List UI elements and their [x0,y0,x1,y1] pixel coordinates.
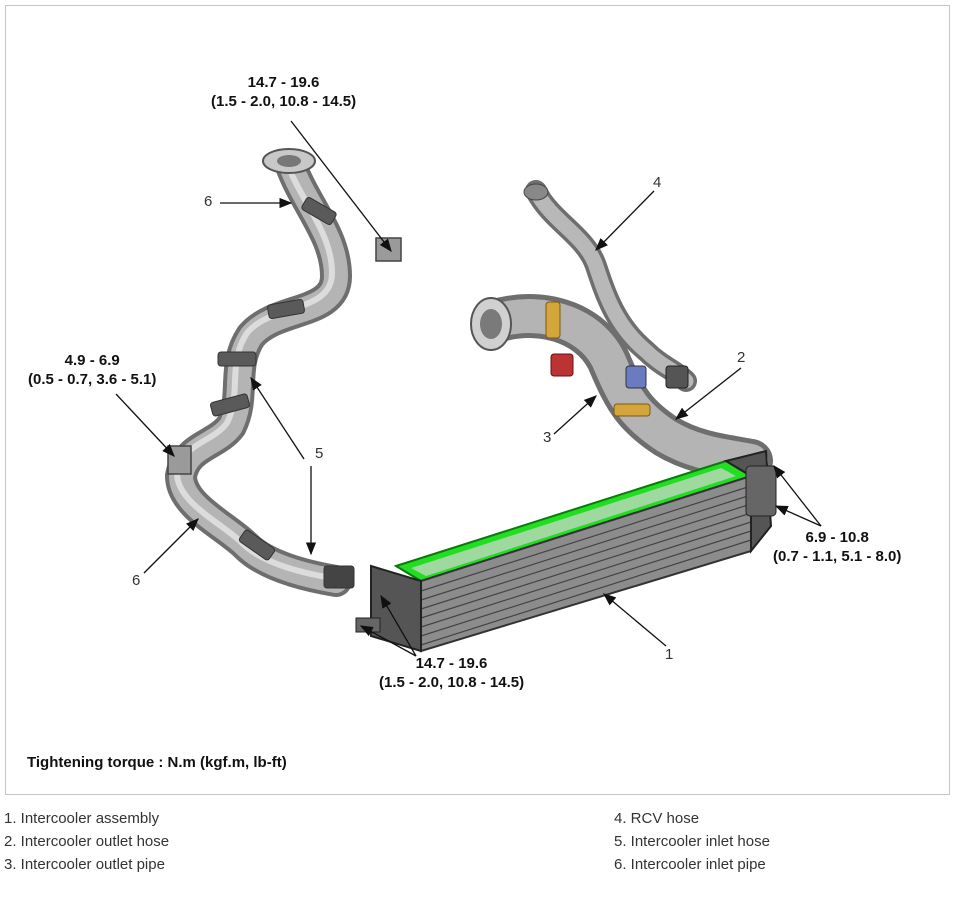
part-number-1: 1 [665,646,674,663]
diagram-frame: 14.7 - 19.6 (1.5 - 2.0, 10.8 - 14.5) 4.9… [5,5,950,795]
legend-item: 2. Intercooler outlet hose [4,833,170,850]
torque-value: 6.9 - 10.8 [805,529,869,546]
legend-item: 3. Intercooler outlet pipe [4,856,165,873]
part-number-6-top: 6 [204,193,213,210]
torque-value-units: (0.7 - 1.1, 5.1 - 8.0) [773,548,902,565]
torque-units-note: Tightening torque : N.m (kgf.m, lb-ft) [27,754,287,771]
part-number-6-bottom: 6 [132,572,141,589]
torque-value: 14.7 - 19.6 [247,74,320,91]
torque-value-units: (1.5 - 2.0, 10.8 - 14.5) [211,93,357,110]
torque-callout-right: 6.9 - 10.8 (0.7 - 1.1, 5.1 - 8.0) [773,528,901,566]
legend-item: 6. Intercooler inlet pipe [614,856,766,873]
torque-value: 4.9 - 6.9 [64,352,120,369]
rcv-hose [523,180,697,392]
legend-item: 1. Intercooler assembly [4,810,160,827]
torque-value-units: (1.5 - 2.0, 10.8 - 14.5) [379,674,525,691]
intercooler-illustration [115,120,822,657]
intercooler-assembly [355,449,777,653]
inlet-clamps [210,197,355,589]
part-number-3: 3 [543,429,552,446]
torque-callout-bottom: 14.7 - 19.6 (1.5 - 2.0, 10.8 - 14.5) [379,654,524,692]
torque-callout-top: 14.7 - 19.6 (1.5 - 2.0, 10.8 - 14.5) [211,73,356,111]
parts-legend-right: 4. RCV hose 5. Intercooler inlet hose 6.… [614,807,770,876]
part-number-4: 4 [653,174,662,191]
part-number-5: 5 [315,445,324,462]
intercooler-outlet-pipe [470,294,773,483]
torque-value-units: (0.5 - 0.7, 3.6 - 5.1) [28,371,157,388]
legend-item: 5. Intercooler inlet hose [614,833,770,850]
torque-value: 14.7 - 19.6 [415,655,488,672]
torque-callout-left: 4.9 - 6.9 (0.5 - 0.7, 3.6 - 5.1) [28,351,156,389]
leader-lines [115,120,822,657]
legend-item: 4. RCV hose [614,810,700,827]
parts-legend-left: 1. Intercooler assembly 2. Intercooler o… [4,807,169,876]
part-number-2: 2 [737,349,746,366]
